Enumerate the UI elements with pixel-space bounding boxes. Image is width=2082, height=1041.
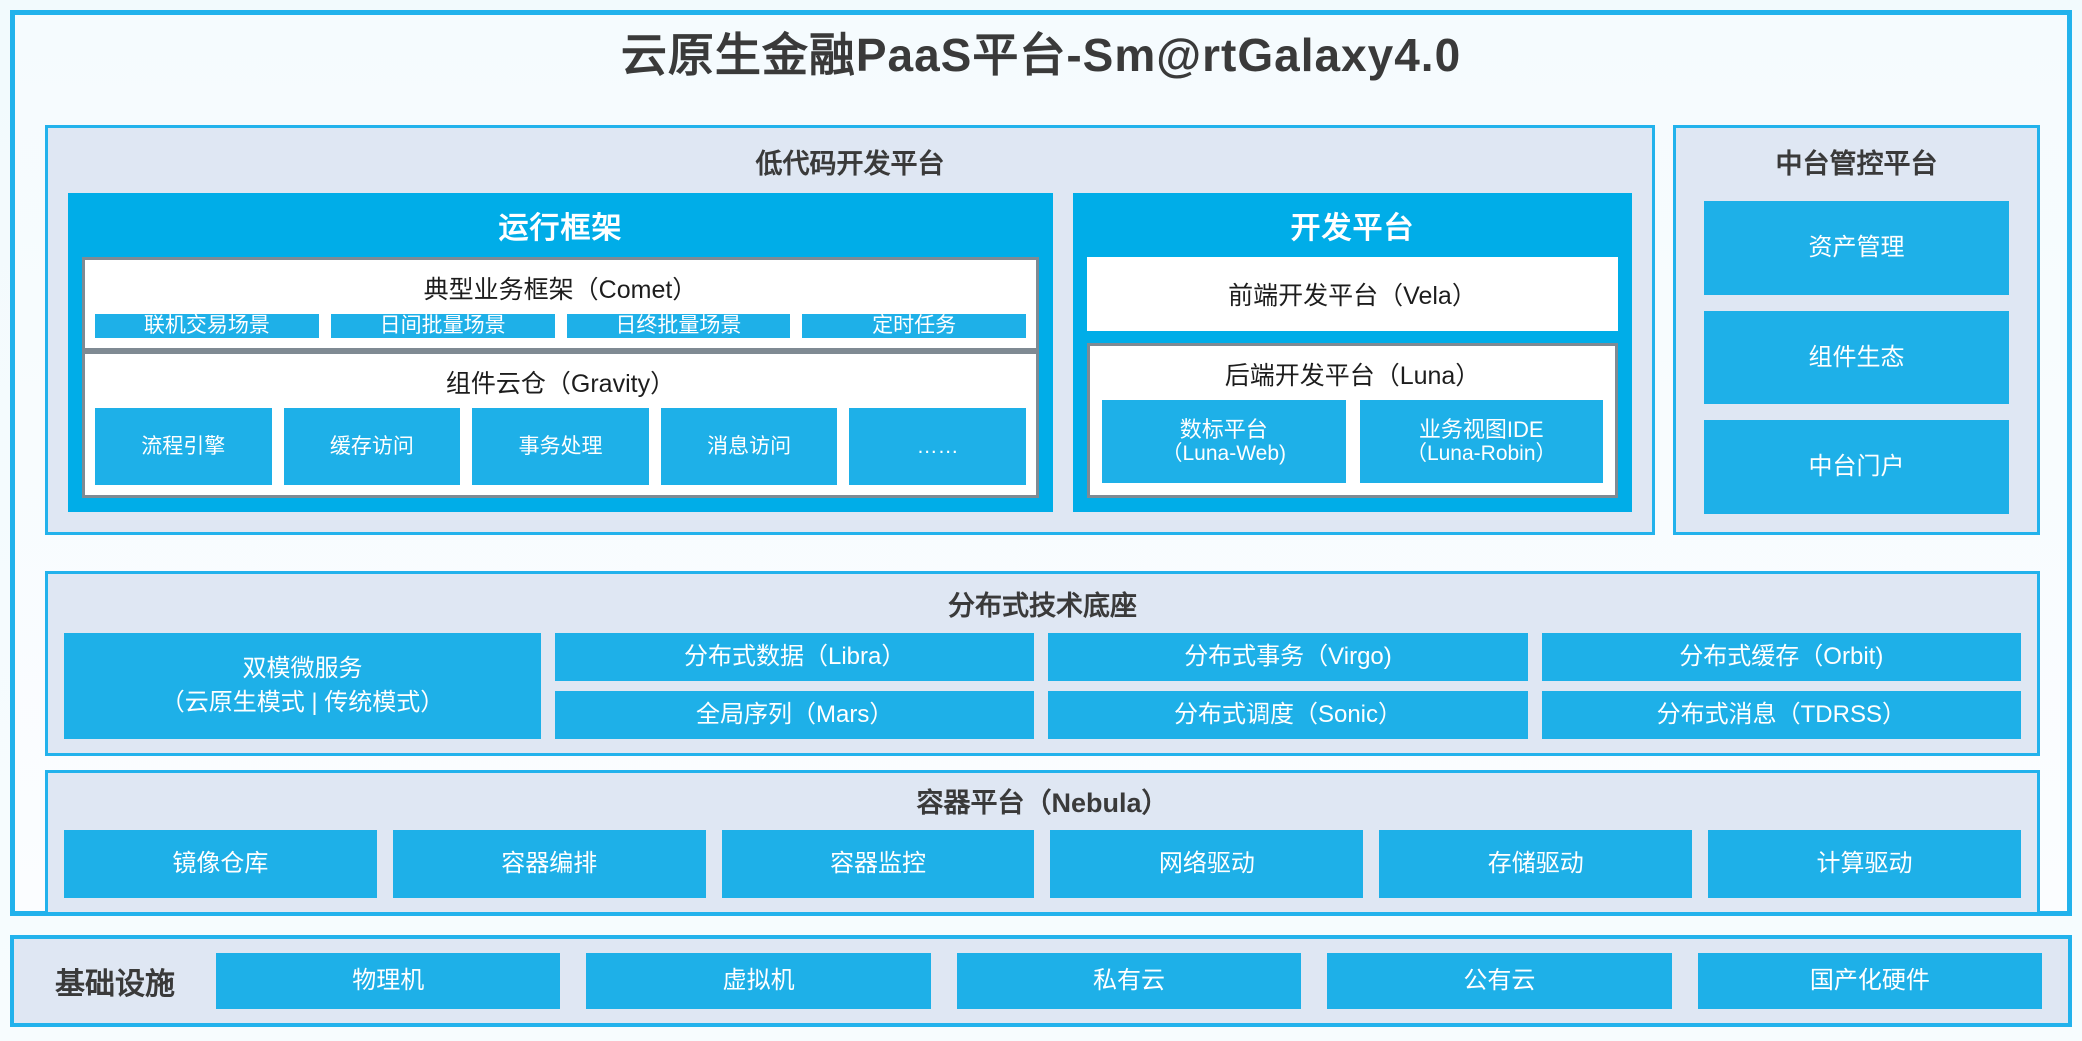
chip-midoffice-2[interactable]: 中台门户 [1704, 420, 2009, 515]
chip-container-3[interactable]: 网络驱动 [1050, 830, 1364, 898]
infrastructure-panel: 基础设施 物理机 虚拟机 私有云 公有云 国产化硬件 [10, 935, 2072, 1027]
chip-container-5[interactable]: 计算驱动 [1708, 830, 2021, 898]
chip-comet-0[interactable]: 联机交易场景 [95, 314, 319, 339]
chip-orbit[interactable]: 分布式缓存（Orbit) [1541, 633, 2021, 681]
lowcode-platform-panel: 低代码开发平台 运行框架 典型业务框架（Comet） 联机交易场景 日间批量场景… [45, 125, 1655, 535]
chip-infra-3[interactable]: 公有云 [1327, 953, 1672, 1009]
development-platform-title: 开发平台 [1290, 212, 1415, 245]
lowcode-platform-body: 运行框架 典型业务框架（Comet） 联机交易场景 日间批量场景 日终批量场景 … [68, 193, 1632, 512]
chip-container-4[interactable]: 存储驱动 [1379, 830, 1693, 898]
chip-luna-robin-sub: （Luna-Robin） [1405, 442, 1557, 466]
chip-gravity-1[interactable]: 缓存访问 [283, 408, 461, 485]
chip-dual-mode-microservice[interactable]: 双模微服务 （云原生模式 | 传统模式） [64, 633, 541, 739]
chip-sonic[interactable]: 分布式调度（Sonic） [1048, 691, 1528, 739]
chip-mars[interactable]: 全局序列（Mars） [555, 691, 1035, 739]
dual-mode-line1: 双模微服务 [242, 655, 363, 683]
techbase-body: 双模微服务 （云原生模式 | 传统模式） 分布式数据（Libra） 全局序列（M… [64, 633, 2021, 739]
gravity-box: 组件云仓（Gravity） 流程引擎 缓存访问 事务处理 消息访问 …… [82, 351, 1039, 498]
chip-comet-3[interactable]: 定时任务 [802, 314, 1026, 339]
luna-chip-row: 数标平台 （Luna-Web) 业务视图IDE （Luna-Robin） [1102, 400, 1603, 483]
chip-luna-web[interactable]: 数标平台 （Luna-Web) [1102, 400, 1346, 483]
development-platform-card: 开发平台 前端开发平台（Vela） 后端开发平台（Luna） 数标平台 （Lun… [1073, 193, 1632, 512]
techbase-column-1: 分布式数据（Libra） 全局序列（Mars） [555, 633, 1035, 739]
platform-outer-frame: 云原生金融PaaS平台-Sm@rtGalaxy4.0 低代码开发平台 运行框架 … [10, 10, 2072, 916]
midoffice-platform-panel: 中台管控平台 资产管理 组件生态 中台门户 [1673, 125, 2040, 535]
chip-infra-1[interactable]: 虚拟机 [586, 953, 931, 1009]
container-chip-row: 镜像仓库 容器编排 容器监控 网络驱动 存储驱动 计算驱动 [64, 830, 2021, 898]
techbase-panel: 分布式技术底座 双模微服务 （云原生模式 | 传统模式） 分布式数据（Libra… [45, 571, 2040, 756]
techbase-title: 分布式技术底座 [948, 591, 1137, 621]
luna-box: 后端开发平台（Luna） 数标平台 （Luna-Web) 业务视图IDE （Lu… [1087, 343, 1618, 498]
comet-chip-row: 联机交易场景 日间批量场景 日终批量场景 定时任务 [95, 314, 1026, 339]
gravity-title: 组件云仓（Gravity） [445, 370, 676, 399]
row-lowcode-and-midoffice: 低代码开发平台 运行框架 典型业务框架（Comet） 联机交易场景 日间批量场景… [45, 125, 2040, 535]
chip-libra[interactable]: 分布式数据（Libra） [555, 633, 1035, 681]
chip-luna-web-name: 数标平台 [1179, 416, 1268, 442]
techbase-column-3: 分布式缓存（Orbit) 分布式消息（TDRSS） [1541, 633, 2021, 739]
midoffice-item-list: 资产管理 组件生态 中台门户 [1704, 201, 2009, 515]
chip-container-1[interactable]: 容器编排 [392, 830, 706, 898]
chip-tdrss[interactable]: 分布式消息（TDRSS） [1541, 691, 2021, 739]
infrastructure-label: 基础设施 [55, 968, 175, 1001]
runtime-framework-card: 运行框架 典型业务框架（Comet） 联机交易场景 日间批量场景 日终批量场景 … [68, 193, 1053, 512]
chip-luna-robin[interactable]: 业务视图IDE （Luna-Robin） [1359, 400, 1603, 483]
chip-midoffice-1[interactable]: 组件生态 [1704, 310, 2009, 405]
midoffice-platform-title: 中台管控平台 [1775, 149, 1938, 179]
container-platform-panel: 容器平台（Nebula） 镜像仓库 容器编排 容器监控 网络驱动 存储驱动 计算… [45, 770, 2040, 915]
gravity-chip-row: 流程引擎 缓存访问 事务处理 消息访问 …… [95, 408, 1026, 485]
vela-box[interactable]: 前端开发平台（Vela） [1087, 257, 1618, 331]
chip-gravity-0[interactable]: 流程引擎 [95, 408, 272, 485]
chip-infra-2[interactable]: 私有云 [956, 953, 1302, 1009]
chip-comet-1[interactable]: 日间批量场景 [330, 314, 555, 339]
chip-comet-2[interactable]: 日终批量场景 [566, 314, 791, 339]
chip-gravity-4[interactable]: …… [849, 408, 1026, 485]
dual-mode-line2: （云原生模式 | 传统模式） [160, 689, 445, 716]
chip-midoffice-0[interactable]: 资产管理 [1704, 201, 2009, 295]
container-platform-title: 容器平台（Nebula） [916, 788, 1169, 818]
comet-box: 典型业务框架（Comet） 联机交易场景 日间批量场景 日终批量场景 定时任务 [82, 257, 1039, 352]
chip-gravity-2[interactable]: 事务处理 [472, 408, 649, 485]
page-title: 云原生金融PaaS平台-Sm@rtGalaxy4.0 [620, 29, 1462, 81]
luna-title: 后端开发平台（Luna） [1224, 362, 1481, 390]
chip-gravity-3[interactable]: 消息访问 [660, 408, 838, 485]
runtime-framework-title: 运行框架 [498, 212, 623, 245]
chip-container-2[interactable]: 容器监控 [721, 830, 1035, 898]
lowcode-platform-title: 低代码开发平台 [755, 149, 945, 179]
chip-container-0[interactable]: 镜像仓库 [64, 830, 377, 898]
chip-virgo[interactable]: 分布式事务（Virgo) [1048, 633, 1528, 681]
techbase-column-2: 分布式事务（Virgo) 分布式调度（Sonic） [1048, 633, 1528, 739]
comet-title: 典型业务框架（Comet） [423, 276, 698, 304]
chip-infra-0[interactable]: 物理机 [216, 953, 561, 1009]
chip-luna-web-sub: （Luna-Web) [1161, 442, 1286, 466]
chip-luna-robin-name: 业务视图IDE [1418, 416, 1544, 442]
chip-infra-4[interactable]: 国产化硬件 [1697, 953, 2043, 1009]
